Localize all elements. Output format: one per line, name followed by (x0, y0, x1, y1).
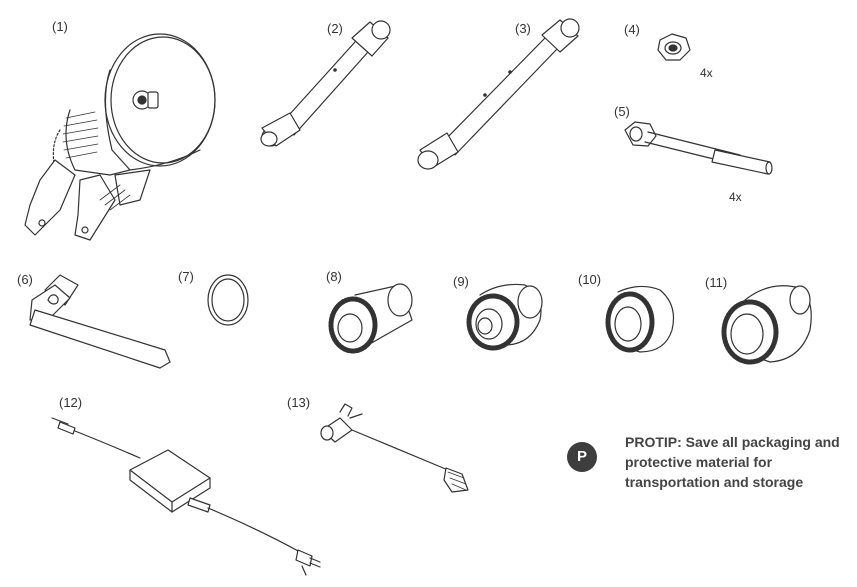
part-label-3: (3) (515, 21, 531, 36)
bolt-drawing (624, 121, 773, 175)
part-5-quantity: 4x (729, 190, 742, 204)
part-label-5: (5) (614, 104, 630, 119)
protip-callout: P PROTIP: Save all packaging and protect… (567, 432, 847, 494)
o-ring-drawing (207, 274, 249, 326)
part-label-4: (4) (624, 22, 640, 37)
power-supply-drawing (51, 417, 321, 576)
axle-short-drawing (260, 20, 391, 147)
part-label-13: (13) (287, 395, 311, 410)
adapter-10-drawing (605, 285, 675, 353)
part-label-10: (10) (578, 272, 602, 287)
part-label-7: (7) (178, 269, 194, 284)
part-label-12: (12) (59, 395, 83, 410)
protip-badge: P (567, 442, 597, 472)
adapter-8-drawing (328, 283, 413, 354)
nut-drawing (657, 33, 691, 61)
part-4-quantity: 4x (700, 66, 713, 80)
protip-text: PROTIP: Save all packaging and protectiv… (625, 434, 840, 490)
trainer-unit-drawing (24, 33, 216, 241)
part-label-8: (8) (326, 269, 342, 284)
adapter-9-drawing (466, 283, 543, 351)
part-label-9: (9) (453, 274, 469, 289)
sensor-cable-drawing (320, 403, 469, 493)
part-label-6: (6) (17, 272, 33, 287)
adapter-11-drawing (721, 285, 812, 365)
axle-long-drawing (417, 18, 580, 170)
part-label-11: (11) (705, 275, 728, 290)
wrench-drawing (29, 274, 171, 369)
part-label-2: (2) (327, 21, 343, 36)
part-label-1: (1) (52, 19, 68, 34)
